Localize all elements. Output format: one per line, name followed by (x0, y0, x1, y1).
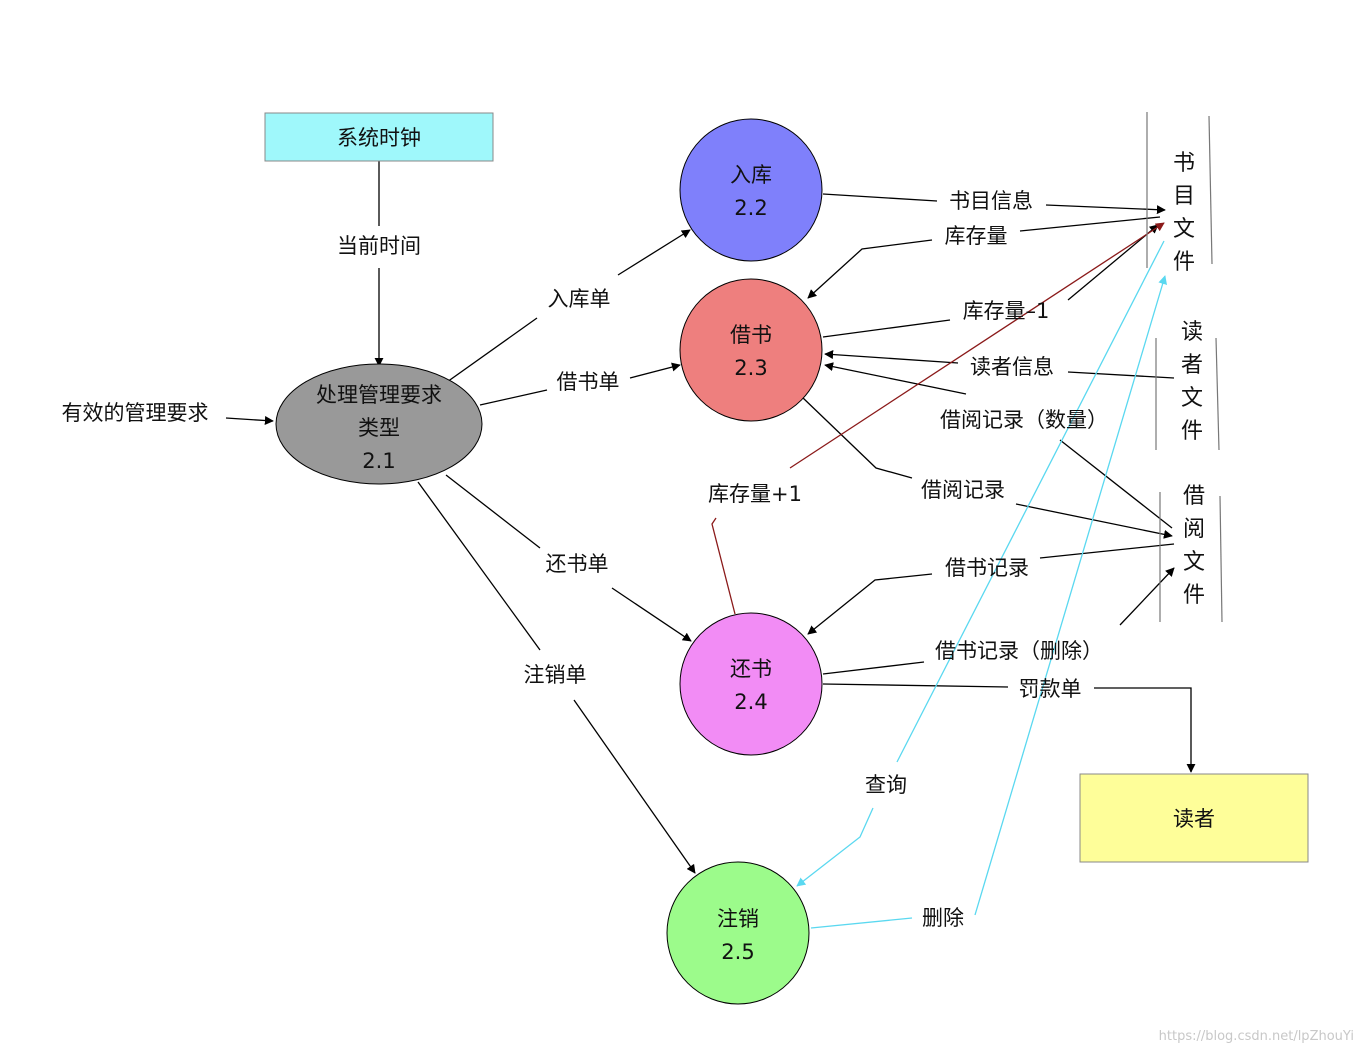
process-2-3-name: 借书 (730, 323, 772, 347)
store-book-file: 书 目 文 件 (1146, 112, 1213, 275)
flow-borrow-record-a (801, 396, 913, 479)
label-stock-plus: 库存量+1 (708, 482, 802, 506)
flow-valid-request (225, 415, 274, 425)
process-2-3-number: 2.3 (734, 356, 767, 380)
entity-reader-label: 读者 (1173, 807, 1215, 831)
flow-stock-qty-a (1019, 216, 1161, 232)
flow-reader-info-b (824, 350, 959, 364)
store-borrow-file: 借 阅 文 件 (1159, 484, 1223, 623)
process-2-4-number: 2.4 (734, 690, 767, 714)
label-reader-info: 读者信息 (970, 355, 1054, 379)
flow-book-info-b (1045, 204, 1166, 215)
flow-stock-minus-a (822, 319, 951, 338)
flow-fine-form-a (822, 683, 1009, 688)
flow-query-a (896, 240, 1165, 763)
flow-borrow-form-a (479, 389, 548, 406)
label-borrow-rec-delete: 借书记录（删除） (935, 639, 1103, 663)
flow-cancel-form-b (573, 699, 696, 874)
entity-reader: 读者 (1079, 773, 1309, 863)
flow-borrow-record-qty-a (1059, 439, 1173, 529)
flow-borrow-record-qty-b (824, 362, 967, 395)
entity-system-clock-label: 系统时钟 (337, 126, 421, 150)
process-2-5-name: 注销 (717, 907, 759, 931)
flow-stock-plus-b (789, 222, 1165, 469)
store-book-file-char-4: 件 (1173, 250, 1195, 275)
label-stock-in-form: 入库单 (548, 287, 611, 311)
process-2-1-number: 2.1 (362, 449, 395, 473)
flow-stock-qty-b (807, 239, 933, 299)
store-reader-file-char-4: 件 (1181, 419, 1203, 444)
flow-stock-in-form-b (617, 229, 691, 276)
flow-fine-form-b (1094, 687, 1196, 773)
process-2-2-number: 2.2 (734, 196, 767, 220)
label-borrow-rec: 借书记录 (945, 556, 1029, 580)
store-book-file-char-3: 文 (1173, 217, 1195, 242)
flow-query-b (796, 807, 874, 887)
label-fine-form: 罚款单 (1019, 677, 1082, 701)
process-2-1-line2: 类型 (358, 416, 400, 440)
label-return-form: 还书单 (546, 552, 609, 576)
store-reader-file: 读 者 文 件 (1155, 320, 1220, 451)
flow-borrow-rec-delete-a (822, 661, 925, 675)
label-stock-qty: 库存量 (945, 224, 1008, 248)
label-delete: 删除 (922, 906, 964, 930)
label-stock-minus: 库存量–1 (963, 299, 1050, 323)
label-valid-request: 有效的管理要求 (62, 401, 209, 425)
process-2-1-line1: 处理管理要求 (316, 383, 442, 407)
process-2-4-name: 还书 (730, 657, 772, 681)
store-book-file-char-2: 目 (1173, 184, 1195, 209)
store-reader-file-char-3: 文 (1181, 386, 1203, 411)
flow-delete-b (974, 275, 1168, 916)
label-borrow-form: 借书单 (557, 370, 620, 394)
flow-borrow-record-b (1015, 503, 1173, 539)
store-borrow-file-char-4: 件 (1183, 583, 1205, 608)
process-2-4: 还书 2.4 (679, 612, 823, 756)
flow-return-form-b (611, 587, 692, 642)
process-2-3: 借书 2.3 (679, 278, 823, 422)
label-current-time: 当前时间 (337, 234, 421, 258)
store-borrow-file-char-1: 借 (1183, 484, 1205, 509)
store-reader-file-char-2: 者 (1181, 353, 1203, 378)
process-2-1: 处理管理要求 类型 2.1 (275, 363, 483, 485)
entity-system-clock: 系统时钟 (264, 112, 494, 162)
flow-return-form-a (445, 474, 541, 549)
label-borrow-record-qty: 借阅记录（数量） (940, 408, 1108, 432)
flow-borrow-rec-delete-b (1119, 567, 1175, 626)
flow-stock-plus-a (711, 517, 736, 615)
flow-book-info-a (822, 193, 938, 202)
process-2-2-name: 入库 (730, 163, 772, 187)
store-borrow-file-char-3: 文 (1183, 550, 1205, 575)
flow-reader-info-a (1067, 371, 1175, 379)
label-borrow-record: 借阅记录 (921, 478, 1005, 502)
flow-cancel-form-a (417, 481, 541, 651)
process-2-5: 注销 2.5 (666, 861, 810, 1005)
flow-delete-a (810, 917, 913, 929)
flow-stock-in-form-a (446, 317, 538, 383)
process-2-2: 入库 2.2 (679, 118, 823, 262)
store-borrow-file-char-2: 阅 (1183, 517, 1205, 542)
label-cancel-form: 注销单 (524, 663, 587, 687)
label-query: 查询 (865, 773, 907, 797)
label-book-info: 书目信息 (949, 189, 1033, 213)
watermark: https://blog.csdn.net/lpZhouYi (1159, 1029, 1354, 1044)
store-book-file-char-1: 书 (1173, 151, 1195, 176)
flow-borrow-form-b (629, 362, 681, 379)
flow-borrow-rec-b (807, 573, 933, 635)
store-reader-file-char-1: 读 (1181, 320, 1203, 345)
process-2-5-number: 2.5 (721, 940, 754, 964)
flow-borrow-rec-a (1039, 543, 1175, 559)
